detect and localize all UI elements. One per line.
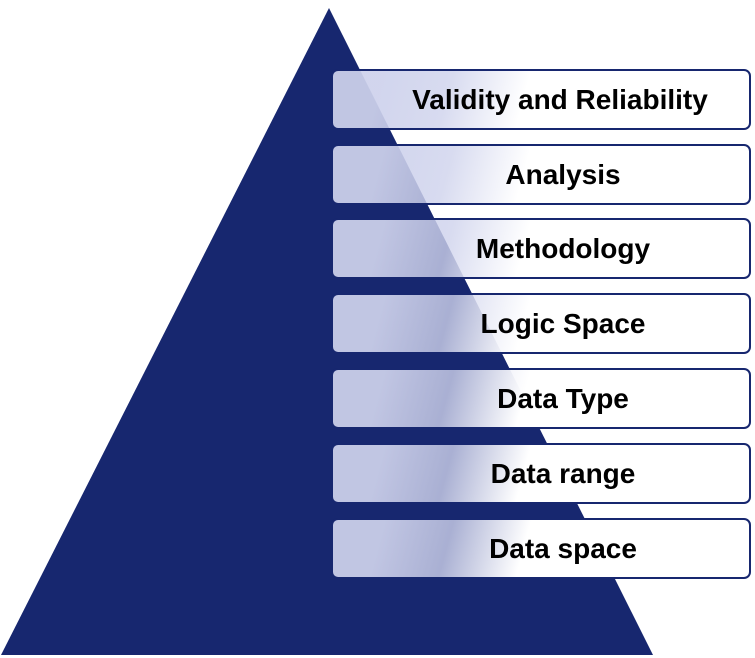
- layer-label: Validity and Reliability: [412, 83, 708, 115]
- layer-label: Data Type: [497, 382, 629, 414]
- layer-logic-space: Logic Space: [331, 293, 751, 354]
- pyramid-layers: Validity and Reliability Analysis Method…: [331, 69, 753, 581]
- layer-label: Data space: [489, 532, 637, 564]
- layer-validity-and-reliability: Validity and Reliability: [331, 69, 751, 130]
- layer-label: Analysis: [505, 158, 621, 190]
- layer-data-type: Data Type: [331, 368, 751, 429]
- layer-data-range: Data range: [331, 443, 751, 504]
- layer-label: Logic Space: [480, 307, 646, 339]
- layer-analysis: Analysis: [331, 144, 751, 205]
- layer-label: Methodology: [475, 232, 651, 264]
- layer-methodology: Methodology: [331, 218, 751, 279]
- layer-label: Data range: [490, 457, 636, 489]
- layer-data-space: Data space: [331, 518, 751, 579]
